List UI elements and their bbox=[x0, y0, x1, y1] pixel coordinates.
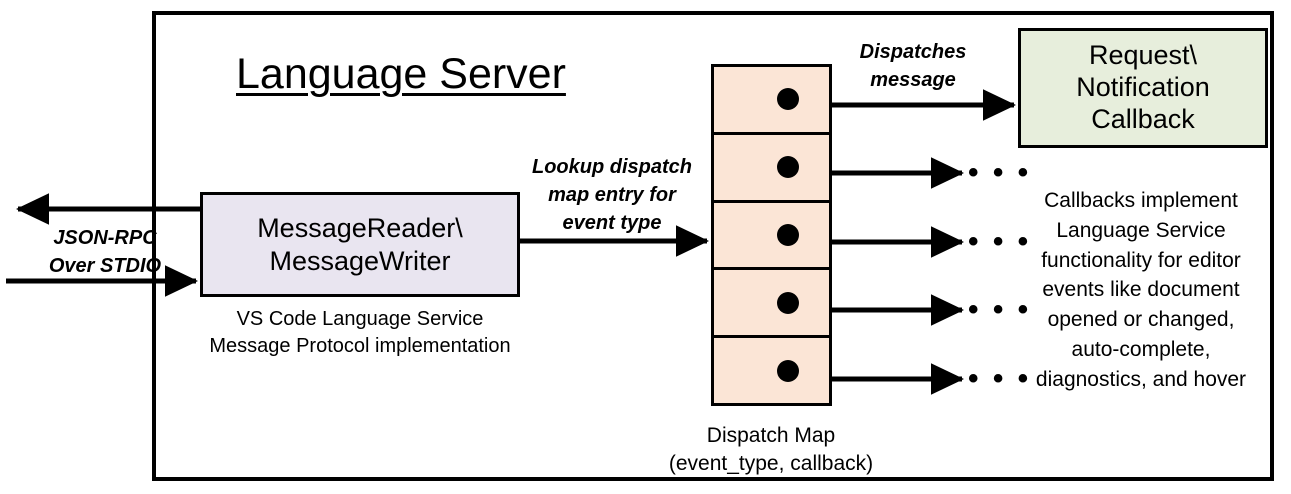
dispatches-message-label: Dispatches message bbox=[838, 38, 988, 94]
reader-caption-line1: VS Code Language Service bbox=[236, 308, 484, 330]
ellipsis-row-3: • • • bbox=[968, 225, 1032, 258]
reader-caption-line2: Message Protocol implementation bbox=[209, 335, 511, 357]
lookup-dispatch-label: Lookup dispatch map entry for event type bbox=[517, 153, 707, 237]
message-writer-label: MessageWriter bbox=[269, 245, 451, 276]
callback-caption-line5: opened or changed, bbox=[1047, 308, 1235, 332]
dispatch-map-row[interactable] bbox=[711, 335, 832, 406]
page-title: Language Server bbox=[236, 50, 566, 98]
callback-caption-line7: diagnostics, and hover bbox=[1035, 367, 1247, 391]
dispatches-label-line2: message bbox=[870, 69, 956, 91]
dispatch-caption-line2: (event_type, callback) bbox=[668, 452, 874, 476]
dispatch-map-caption: Dispatch Map (event_type, callback) bbox=[640, 422, 902, 479]
callback-caption-line4: events like document bbox=[1042, 278, 1240, 302]
callback-dot-icon bbox=[777, 291, 799, 314]
callback-caption-line6: auto-complete, bbox=[1071, 338, 1211, 362]
dispatch-caption-line1: Dispatch Map bbox=[706, 424, 836, 447]
jsonrpc-transport-label: JSON-RPC Over STDIO bbox=[30, 224, 180, 281]
lookup-label-line2: map entry for bbox=[548, 184, 676, 206]
dispatch-map-row[interactable] bbox=[711, 199, 832, 271]
lookup-label-line3: event type bbox=[562, 212, 662, 234]
callback-box-line1: Request\ bbox=[1088, 40, 1198, 71]
jsonrpc-label-line2: Over STDIO bbox=[48, 255, 162, 278]
lookup-label-line1: Lookup dispatch bbox=[532, 156, 692, 178]
dispatch-map-table bbox=[711, 64, 832, 406]
callback-description-caption: Callbacks implement Language Service fun… bbox=[1008, 186, 1274, 395]
callback-box-line2: Notification bbox=[1076, 72, 1210, 103]
language-server-frame bbox=[152, 11, 1274, 481]
message-reader-label: MessageReader\ bbox=[257, 212, 463, 243]
callback-dot-icon bbox=[777, 223, 799, 246]
callback-dot-icon bbox=[777, 88, 799, 111]
dispatches-label-line1: Dispatches bbox=[859, 41, 967, 63]
request-notification-callback-box[interactable]: Request\ Notification Callback bbox=[1018, 28, 1268, 148]
callback-caption-line1: Callbacks implement bbox=[1044, 189, 1238, 212]
ellipsis-row-4: • • • bbox=[968, 293, 1032, 326]
dispatch-map-row[interactable] bbox=[711, 131, 832, 203]
callback-box-line3: Callback bbox=[1091, 103, 1195, 134]
dispatch-map-row[interactable] bbox=[711, 267, 832, 339]
jsonrpc-label-line1: JSON-RPC bbox=[53, 227, 157, 249]
callback-caption-line2: Language Service bbox=[1056, 218, 1226, 242]
message-reader-writer-box[interactable]: MessageReader\ MessageWriter bbox=[200, 192, 520, 297]
ellipsis-row-5: • • • bbox=[968, 362, 1032, 395]
callback-dot-icon bbox=[777, 359, 799, 382]
message-reader-writer-caption: VS Code Language Service Message Protoco… bbox=[190, 306, 530, 360]
dispatch-map-row[interactable] bbox=[711, 64, 832, 135]
callback-caption-line3: functionality for editor bbox=[1041, 248, 1241, 272]
ellipsis-row-2: • • • bbox=[968, 156, 1032, 189]
callback-dot-icon bbox=[777, 156, 799, 179]
